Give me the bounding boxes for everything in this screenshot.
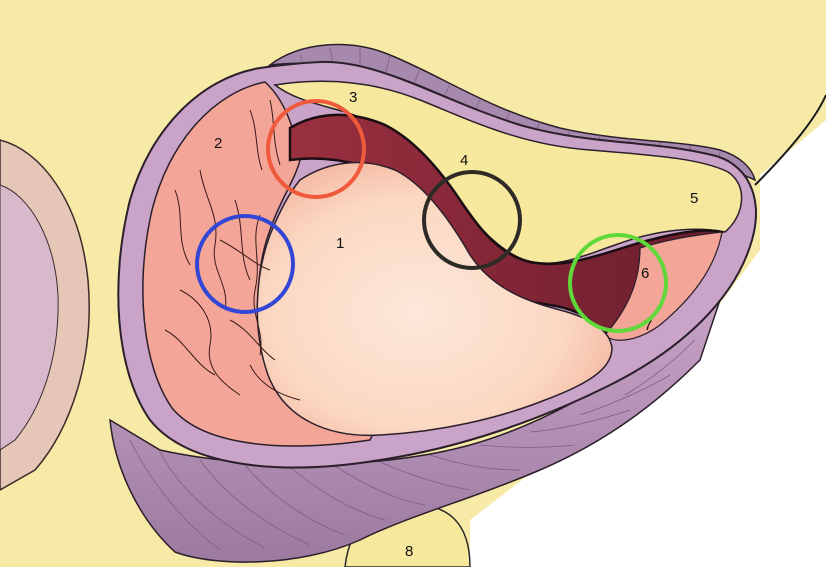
label-3: 3 [349, 89, 357, 106]
label-5: 5 [690, 190, 698, 207]
label-2: 2 [214, 135, 222, 152]
label-8: 8 [405, 543, 413, 560]
label-4: 4 [460, 152, 468, 169]
label-1: 1 [336, 235, 344, 252]
label-6: 6 [641, 265, 649, 282]
